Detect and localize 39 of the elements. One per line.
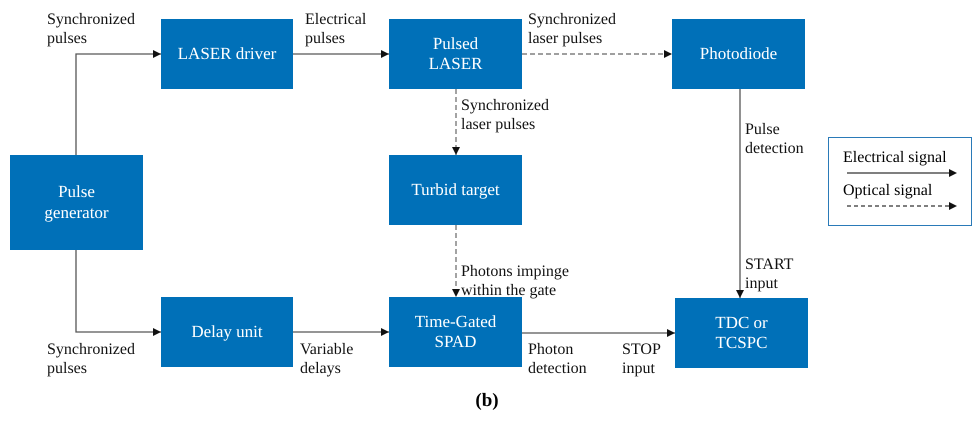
process-box bbox=[161, 297, 293, 367]
box-label: Photodiode bbox=[700, 44, 778, 64]
arrow bbox=[293, 328, 389, 336]
edge-label: Photons impinge within the gate bbox=[461, 262, 570, 300]
edge-label: Photon detection bbox=[528, 340, 588, 378]
box-label: Pulsed LASER bbox=[428, 34, 484, 74]
legend-label: Electrical signal bbox=[843, 148, 948, 168]
edge-label: Synchronized laser pulses bbox=[528, 10, 617, 48]
box-label: Turbid target bbox=[411, 180, 500, 200]
arrow bbox=[522, 329, 675, 337]
box-label: Time-Gated SPAD bbox=[414, 312, 498, 352]
edge-label: Synchronized pulses bbox=[47, 10, 136, 48]
caption: (b) bbox=[475, 390, 499, 411]
process-box bbox=[672, 19, 805, 89]
legend-label: Optical signal bbox=[843, 181, 934, 200]
port-label: STOP input bbox=[622, 340, 662, 378]
port-label: START input bbox=[745, 255, 794, 294]
process-box bbox=[389, 19, 522, 89]
edge-label: Synchronized pulses bbox=[47, 340, 136, 378]
edge-label: Electrical pulses bbox=[305, 10, 368, 48]
arrow bbox=[75, 250, 161, 336]
box-label: TDC or TCSPC bbox=[714, 312, 769, 354]
edge-label: Synchronized laser pulses bbox=[461, 96, 550, 134]
process-box bbox=[389, 155, 522, 225]
box-label: LASER driver bbox=[178, 44, 276, 64]
arrow bbox=[736, 89, 744, 298]
edge-label: Variable delays bbox=[300, 340, 354, 378]
arrow bbox=[452, 89, 460, 155]
box-label: Pulse generator bbox=[43, 182, 110, 223]
arrow bbox=[293, 50, 389, 58]
box-label: Delay unit bbox=[191, 322, 263, 342]
process-box bbox=[161, 19, 293, 89]
process-box bbox=[675, 298, 808, 368]
process-box bbox=[10, 155, 143, 250]
arrow bbox=[75, 50, 161, 155]
edge-label: Pulse detection bbox=[745, 120, 805, 158]
process-box bbox=[389, 297, 522, 367]
arrow bbox=[522, 50, 672, 58]
arrow bbox=[452, 225, 460, 297]
